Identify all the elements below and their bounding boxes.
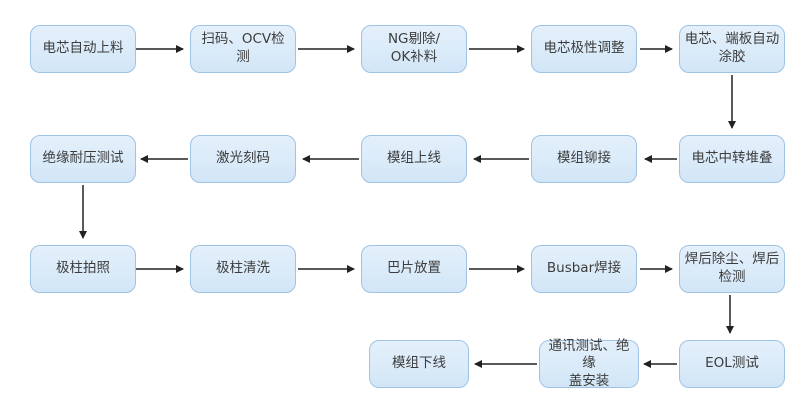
node-eol-test: EOL测试 [679, 340, 785, 388]
node-module-on-line: 模组上线 [361, 135, 467, 183]
node-cell-transfer-stacking: 电芯中转堆叠 [679, 135, 785, 183]
node-busbar-sheet-placement: 巴片放置 [361, 245, 467, 293]
node-module-riveting: 模组铆接 [531, 135, 637, 183]
node-ng-reject-ok-refill: NG剔除/ OK补料 [361, 25, 467, 73]
node-scan-ocv-test: 扫码、OCV检测 [190, 25, 296, 73]
node-pole-cleaning: 极柱清洗 [190, 245, 296, 293]
node-busbar-welding: Busbar焊接 [531, 245, 637, 293]
node-comm-test-cover-install: 通讯测试、绝缘 盖安装 [539, 338, 639, 389]
node-insulation-withstand-test: 绝缘耐压测试 [30, 135, 136, 183]
node-laser-coding: 激光刻码 [190, 135, 296, 183]
node-cell-auto-loading: 电芯自动上料 [30, 25, 136, 73]
node-post-weld-dedust-inspect: 焊后除尘、焊后 检测 [679, 245, 785, 293]
node-module-off-line: 模组下线 [369, 340, 469, 388]
node-cell-polarity-adjust: 电芯极性调整 [531, 25, 637, 73]
node-pole-photograph: 极柱拍照 [30, 245, 136, 293]
node-cell-endplate-auto-glue: 电芯、端板自动 涂胶 [679, 25, 785, 73]
